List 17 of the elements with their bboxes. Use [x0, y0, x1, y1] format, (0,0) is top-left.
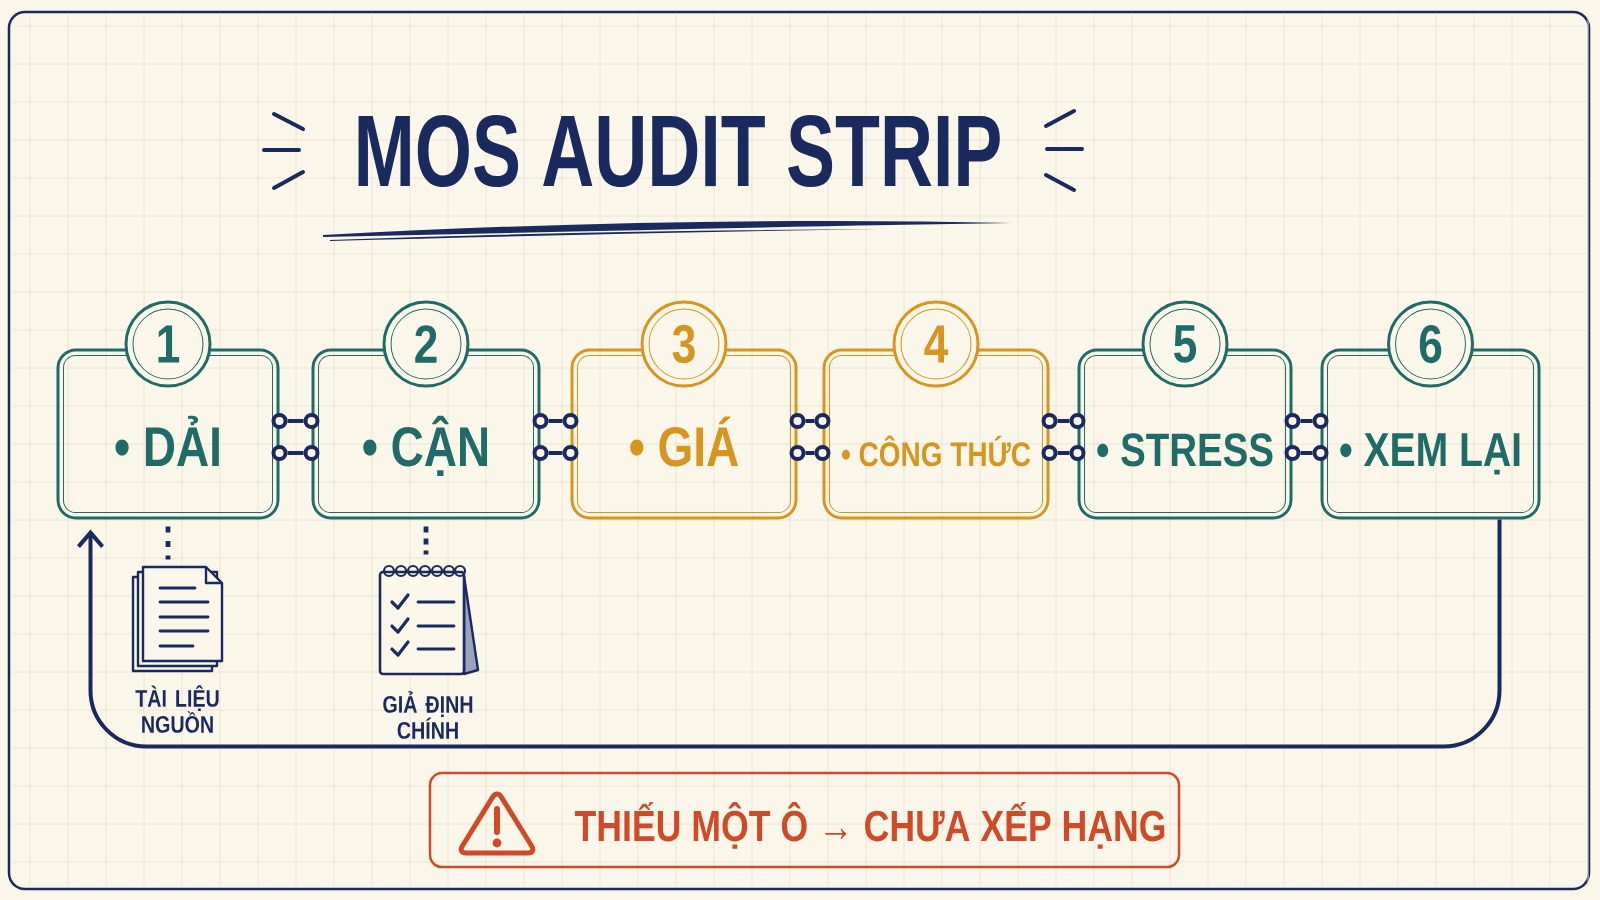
binder-ring [805, 451, 815, 455]
binder-ring [1300, 419, 1313, 423]
binder-ring [1300, 451, 1313, 455]
binder-ring [1057, 419, 1070, 423]
binder-ring [805, 419, 815, 423]
binder-ring [1057, 451, 1070, 455]
icon-caption: GIẢ ĐỊNH CHÍNH [383, 691, 473, 739]
warning-banner: THIẾU MỘT Ô → CHƯA XẾP HẠNG [428, 771, 1181, 869]
binder-ring [548, 451, 563, 455]
loop-arrow [77, 519, 1502, 749]
dotted-line [423, 526, 429, 555]
dotted-line [165, 526, 171, 560]
binder-ring [287, 419, 304, 423]
binder-ring [548, 419, 563, 423]
icon-caption: TÀI LIỆU NGUỒN [135, 685, 219, 733]
title: MOS AUDIT STRIP [358, 114, 1000, 188]
binder-ring [287, 451, 304, 455]
